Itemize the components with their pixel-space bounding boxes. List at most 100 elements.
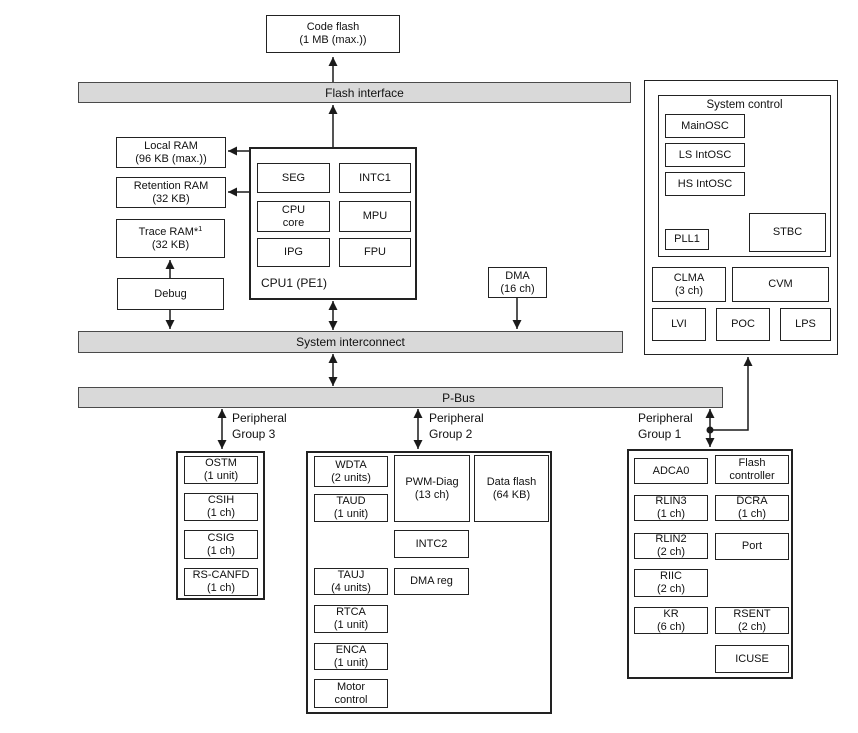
p-bus-label: P-Bus bbox=[442, 390, 475, 405]
debug-box: Debug bbox=[117, 278, 224, 310]
peripheral-group2-label: Peripheral Group 2 bbox=[429, 411, 484, 442]
label-line: Group 3 bbox=[232, 426, 276, 441]
enca-box: ENCA(1 unit) bbox=[314, 643, 388, 670]
box-sublabel: (1 unit) bbox=[333, 656, 369, 669]
rs-canfd-box: RS-CANFD(1 ch) bbox=[184, 568, 258, 596]
stbc-box: STBC bbox=[749, 213, 826, 252]
box-label: STBC bbox=[772, 226, 803, 238]
cpu1-label: CPU1 (PE1) bbox=[261, 276, 328, 290]
system-interconnect-bus: System interconnect bbox=[78, 331, 623, 353]
box-label: MPU bbox=[362, 210, 388, 222]
box-sublabel: (64 KB) bbox=[492, 488, 531, 501]
flash-interface-bus: Flash interface bbox=[78, 82, 631, 103]
box-label: OSTM bbox=[205, 457, 237, 469]
box-label: INTC2 bbox=[415, 537, 448, 550]
box-label: INTC1 bbox=[359, 171, 391, 184]
pwm-diag-box: PWM-Diag(13 ch) bbox=[394, 455, 470, 522]
intc1-box: INTC1 bbox=[339, 163, 411, 193]
box-label: DCRA bbox=[736, 495, 768, 507]
box-sublabel: (16 ch) bbox=[500, 282, 535, 295]
box-sublabel: (1 ch) bbox=[206, 507, 236, 519]
dma-box: DMA (16 ch) bbox=[488, 267, 547, 298]
box-label: TAUJ bbox=[337, 568, 365, 581]
box-label: ADCA0 bbox=[652, 464, 690, 477]
peripheral-group3-label: Peripheral Group 3 bbox=[232, 411, 287, 442]
box-label: Trace RAM*1 bbox=[138, 223, 203, 239]
box-sublabel: (1 ch) bbox=[206, 544, 236, 557]
port-box: Port bbox=[715, 533, 789, 560]
box-sublabel: (1 unit) bbox=[333, 619, 369, 631]
box-label: CLMA bbox=[673, 271, 705, 284]
trace-ram-name: Trace RAM* bbox=[138, 225, 199, 238]
box-label: Local RAM bbox=[144, 139, 198, 152]
box-label: CSIH bbox=[207, 494, 235, 506]
box-label: CSIG bbox=[207, 531, 235, 544]
rtca-box: RTCA(1 unit) bbox=[314, 605, 388, 633]
local-ram-box: Local RAM (96 KB (max.)) bbox=[116, 137, 226, 168]
box-sublabel: (3 ch) bbox=[674, 284, 704, 297]
box-sublabel: (1 unit) bbox=[333, 508, 369, 520]
box-label: CPU bbox=[281, 203, 306, 216]
box-sublabel: (6 ch) bbox=[656, 620, 686, 633]
lvi-box: LVI bbox=[652, 308, 706, 341]
box-label: Retention RAM bbox=[133, 179, 209, 192]
box-sublabel: (32 KB) bbox=[152, 192, 190, 205]
box-label: RLIN3 bbox=[655, 495, 687, 507]
tauj-box: TAUJ(4 units) bbox=[314, 568, 388, 595]
label-line: Group 1 bbox=[638, 426, 682, 441]
retention-ram-box: Retention RAM (32 KB) bbox=[116, 177, 226, 208]
box-sublabel: (4 units) bbox=[331, 581, 371, 594]
label-line: Group 2 bbox=[429, 426, 473, 441]
rlin3-box: RLIN3(1 ch) bbox=[634, 495, 708, 521]
taud-box: TAUD(1 unit) bbox=[314, 494, 388, 522]
box-sublabel: (2 ch) bbox=[656, 546, 686, 558]
box-label: RS-CANFD bbox=[192, 569, 250, 581]
ls-intosc-box: LS IntOSC bbox=[665, 143, 745, 167]
fpu-box: FPU bbox=[339, 238, 411, 267]
box-label: LVI bbox=[671, 318, 687, 330]
box-label: LS IntOSC bbox=[678, 148, 732, 161]
box-label: MainOSC bbox=[681, 119, 729, 132]
box-label: TAUD bbox=[336, 495, 366, 507]
box-label: CVM bbox=[768, 278, 793, 290]
box-label: ICUSE bbox=[735, 652, 769, 665]
flash-interface-bus-label: Flash interface bbox=[325, 85, 404, 100]
trace-ram-footnote-marker: 1 bbox=[198, 223, 203, 233]
box-label: FPU bbox=[364, 246, 386, 258]
box-sublabel: (1 unit) bbox=[203, 470, 239, 482]
data-flash-box: Data flash(64 KB) bbox=[474, 455, 549, 522]
peripheral-group2-block: WDTA(2 units) TAUD(1 unit) PWM-Diag(13 c… bbox=[306, 451, 552, 714]
icuse-box: ICUSE bbox=[715, 645, 789, 673]
box-label: Code flash bbox=[306, 21, 360, 33]
box-label: Motor bbox=[336, 680, 366, 693]
riic-box: RIIC(2 ch) bbox=[634, 569, 708, 597]
peripheral-group1-label: Peripheral Group 1 bbox=[638, 411, 693, 442]
box-sublabel: (1 MB (max.)) bbox=[299, 34, 367, 46]
hs-intosc-box: HS IntOSC bbox=[665, 172, 745, 196]
lps-box: LPS bbox=[780, 308, 831, 341]
pll1-box: PLL1 bbox=[665, 229, 709, 250]
box-sublabel: control bbox=[334, 693, 368, 706]
label-line: Peripheral bbox=[638, 411, 693, 425]
box-sublabel: controller bbox=[729, 469, 775, 482]
code-flash-box: Code flash (1 MB (max.)) bbox=[266, 15, 400, 53]
cvm-box: CVM bbox=[732, 267, 829, 302]
box-label: DMA bbox=[505, 269, 530, 282]
junction-dot bbox=[706, 426, 714, 434]
box-sublabel: (13 ch) bbox=[414, 488, 450, 501]
p-bus: P-Bus bbox=[78, 387, 723, 408]
ostm-box: OSTM(1 unit) bbox=[184, 456, 258, 484]
adca0-box: ADCA0 bbox=[634, 458, 708, 484]
peripheral-group3-block: OSTM(1 unit) CSIH(1 ch) CSIG(1 ch) RS-CA… bbox=[176, 451, 265, 600]
box-label: RLIN2 bbox=[655, 533, 687, 545]
label-line: Peripheral bbox=[232, 411, 287, 425]
box-label: RSENT bbox=[733, 607, 771, 620]
mpu-box: MPU bbox=[339, 201, 411, 232]
kr-box: KR(6 ch) bbox=[634, 607, 708, 634]
box-label: SEG bbox=[281, 171, 306, 184]
intc2-box: INTC2 bbox=[394, 530, 469, 558]
csih-box: CSIH(1 ch) bbox=[184, 493, 258, 521]
